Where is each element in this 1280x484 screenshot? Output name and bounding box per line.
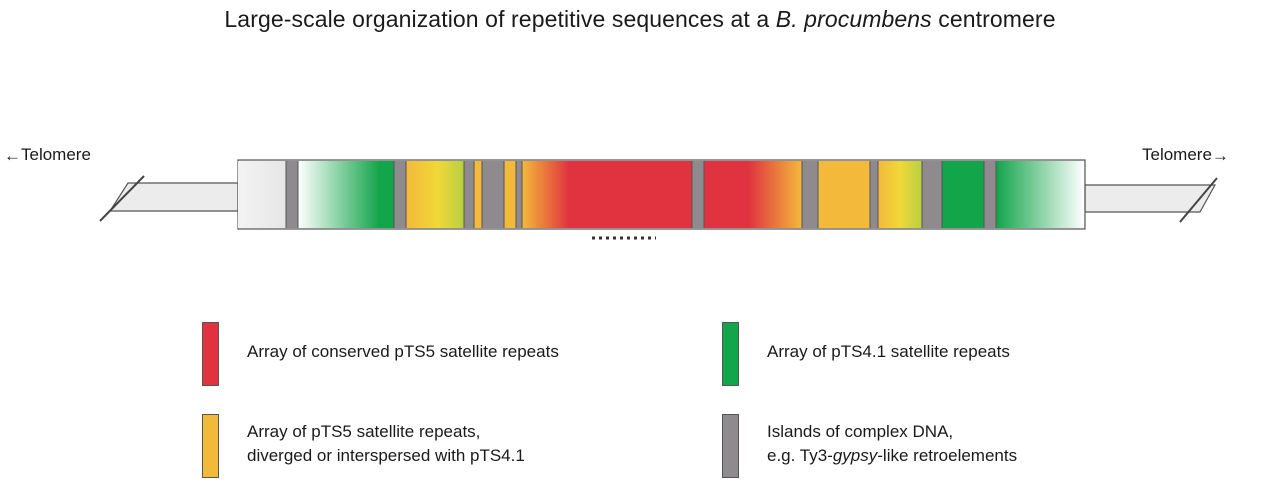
- legend-label: Array of pTS5 satellite repeats,: [247, 422, 481, 441]
- legend-item-diverged-pTS5: Array of pTS5 satellite repeats, diverge…: [202, 414, 525, 478]
- left-break-mark: [99, 175, 145, 222]
- legend-swatch: [202, 414, 219, 478]
- legend-swatch: [202, 322, 219, 386]
- legend-label: Array of conserved pTS5 satellite repeat…: [247, 342, 559, 361]
- segment-complex-dna: [464, 161, 474, 228]
- telomere-right-label: Telomere →: [1142, 145, 1229, 165]
- segment-grey: [238, 161, 286, 228]
- segment-complex-dna: [394, 161, 406, 228]
- segment-diverged-pTS5: [504, 161, 516, 228]
- left-chromosome-arm: [108, 182, 239, 212]
- telomere-left-label: ← Telomere: [4, 145, 91, 165]
- segment-complex-dna: [802, 161, 818, 228]
- segment-diverged-pTS5: [406, 161, 464, 228]
- segment-pTS4-1: [942, 161, 984, 228]
- segment-complex-dna: [692, 161, 704, 228]
- segment-conserved-pTS5: [522, 161, 692, 228]
- species-name: B. procumbens: [775, 6, 932, 32]
- segment-diverged-pTS5: [878, 161, 922, 228]
- right-chromosome-arm: [1084, 184, 1217, 213]
- segment-complex-dna: [922, 161, 942, 228]
- legend-label: Array of pTS4.1 satellite repeats: [767, 342, 1010, 361]
- segment-conserved-pTS5: [704, 161, 802, 228]
- legend-label: Islands of complex DNA,: [767, 422, 954, 441]
- right-arrow-icon: →: [1211, 145, 1229, 165]
- right-break-mark: [1179, 177, 1218, 223]
- legend-item-complex-dna: Islands of complex DNA, e.g. Ty3-gypsy-l…: [722, 414, 1017, 478]
- segment-complex-dna: [516, 161, 522, 228]
- legend-item-pTS4-1: Array of pTS4.1 satellite repeats: [722, 322, 1010, 386]
- legend-label: e.g. Ty3-gypsy-like retroelements: [767, 446, 1018, 465]
- legend-item-conserved-pTS5: Array of conserved pTS5 satellite repeat…: [202, 322, 559, 386]
- segment-complex-dna: [984, 161, 996, 228]
- segment-pTS4-1: [996, 161, 1084, 228]
- segment-pTS4-1: [298, 161, 394, 228]
- segment-complex-dna: [482, 161, 504, 228]
- diagram-title: Large-scale organization of repetitive s…: [224, 6, 1056, 32]
- legend-swatch: [722, 414, 739, 478]
- segment-borders: [285, 161, 997, 228]
- segment-diverged-pTS5: [818, 161, 870, 228]
- segment-complex-dna: [286, 161, 298, 228]
- left-arrow-icon: ←: [4, 145, 21, 165]
- segment-complex-dna: [870, 161, 878, 228]
- segment-diverged-pTS5: [474, 161, 482, 228]
- legend-swatch: [722, 322, 739, 386]
- legend-label: diverged or interspersed with pTS4.1: [247, 446, 525, 465]
